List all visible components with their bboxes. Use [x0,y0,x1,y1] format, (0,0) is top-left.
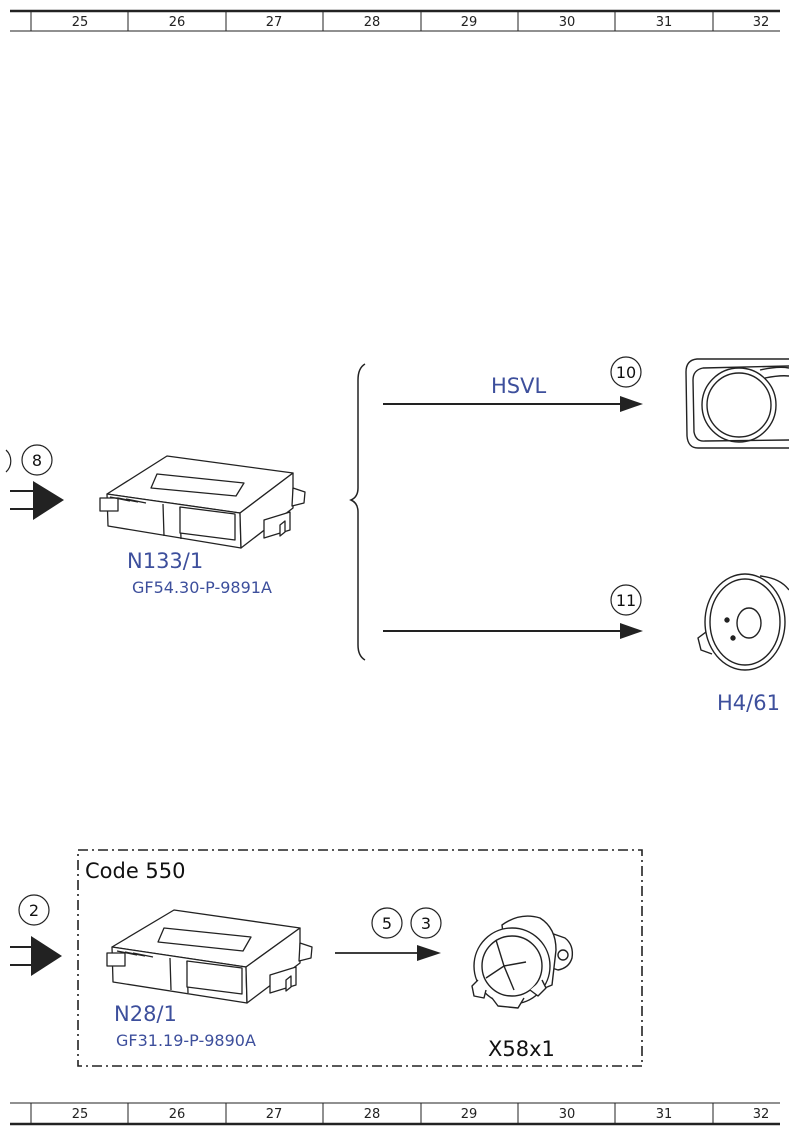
reference-label-gf54: GF54.30-P-9891A [132,578,272,597]
connector-circle-3: 3 [410,907,442,939]
connector-circle-11: 11 [610,584,642,616]
circle-label: 10 [616,363,636,382]
ruler-number: 27 [266,1107,283,1122]
connector-circle-5: 5 [371,907,403,939]
circle-label: 8 [32,451,42,470]
circle-label: 2 [29,901,39,920]
code-550-frame [77,849,643,1067]
ruler-number: 25 [72,15,89,30]
ruler-number: 26 [169,15,186,30]
code-550-label: Code 550 [85,859,186,883]
component-label-n28-1: N28/1 [114,1002,177,1026]
hsvl-signal-arrow [383,396,643,412]
ruler-number: 30 [559,15,576,30]
ruler-number: 32 [753,15,770,30]
control-unit-n28-1-icon [106,909,313,1004]
control-unit-n133-1-icon [99,455,306,549]
ruler-number: 28 [364,15,381,30]
top-ruler: 25 26 27 28 29 30 31 32 [10,9,780,32]
ruler-number: 31 [656,1107,673,1122]
curly-brace [349,363,366,661]
component-label-h4-61: H4/61 [717,691,780,715]
signal-arrow-11 [383,623,643,639]
signal-label-hsvl: HSVL [491,374,546,398]
input-arrow-icon [10,936,62,976]
connector-circle-10: 10 [610,356,642,388]
reference-label-gf31: GF31.19-P-9890A [116,1031,256,1050]
ruler-number: 28 [364,1107,381,1122]
ruler-number: 25 [72,1107,89,1122]
bottom-ruler: 25 26 27 28 29 30 31 32 [10,1102,780,1126]
component-label-n133-1: N133/1 [127,549,203,573]
ruler-number: 32 [753,1107,770,1122]
ruler-number: 31 [656,15,673,30]
horn-icon [697,573,789,671]
circle-label: 3 [421,914,431,933]
signal-arrow-5-3 [335,945,441,961]
component-label-x58x1: X58x1 [488,1037,555,1061]
circle-label: 5 [382,914,392,933]
input-arrow-icon [10,481,64,520]
partial-circle-connector [5,449,12,473]
circle-label: 11 [616,591,636,610]
ruler-number: 27 [266,15,283,30]
connector-circle-2: 2 [18,894,50,926]
ruler-number: 26 [169,1107,186,1122]
connector-circle-8: 8 [21,444,53,476]
ruler-number: 29 [461,15,478,30]
socket-x58x1-icon [471,915,574,1009]
headlamp-icon [685,358,789,449]
ruler-number: 29 [461,1107,478,1122]
ruler-number: 30 [559,1107,576,1122]
